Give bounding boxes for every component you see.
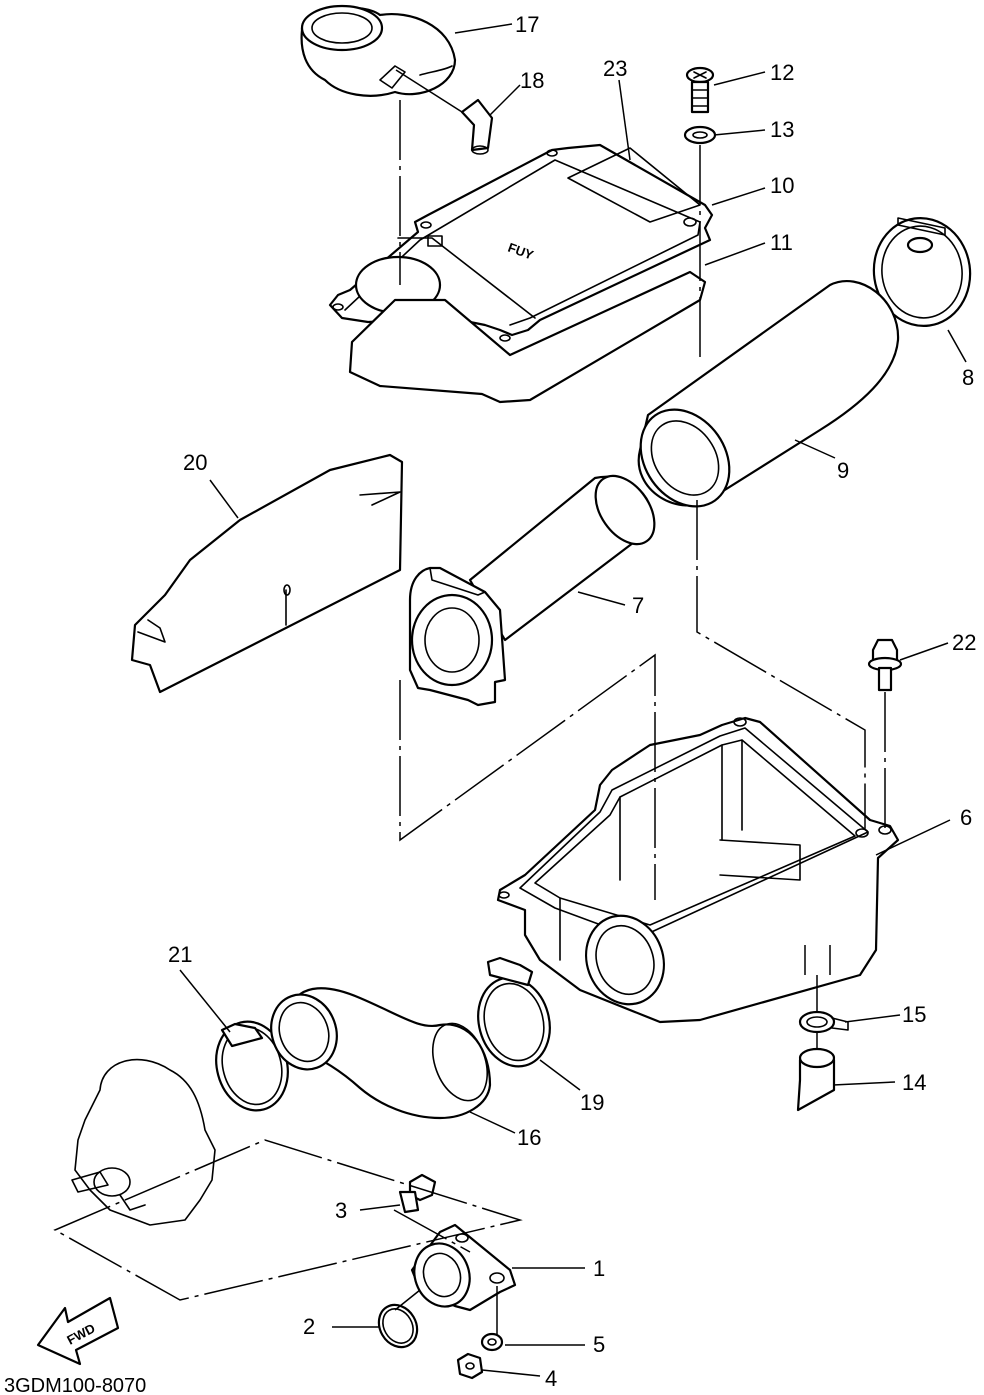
fwd-arrow-icon: FWD [36,1296,120,1366]
part-4-nut [456,1352,484,1380]
callout-18: 18 [520,68,544,93]
callout-9: 9 [837,458,849,483]
part-6-air-box-case [496,716,900,1024]
callout-10: 10 [770,173,794,198]
part-16-joint-hose [270,987,492,1120]
leader-lines [179,23,967,1377]
callout-numbers: 17 18 23 12 13 10 11 8 9 20 7 22 6 21 15… [168,12,976,1391]
part-20-shield-plate [130,453,404,694]
part-22-bolt [867,638,903,692]
callout-20: 20 [183,450,207,475]
assembly-lines [53,100,886,1335]
callout-15: 15 [902,1002,926,1027]
part-14-drain-plug [796,1047,836,1112]
callout-23: 23 [603,56,627,81]
part-9-air-filter [637,279,900,508]
part-8-filter-cap [872,217,972,327]
callout-4: 4 [545,1366,557,1391]
callout-16: 16 [517,1125,541,1150]
callout-21: 21 [168,942,192,967]
callout-13: 13 [770,117,794,142]
carburetor-reference [71,1058,216,1226]
callout-2: 2 [303,1314,315,1339]
callout-19: 19 [580,1090,604,1115]
part-2-o-ring [377,1303,419,1349]
callout-1: 1 [593,1256,605,1281]
callout-12: 12 [770,60,794,85]
part-5-washer [480,1332,504,1352]
part-17-intake-duct [300,4,457,97]
diagram-code: 3GDM100-8070 [4,1375,146,1395]
part-1-intake-joint [410,1223,517,1312]
part-12-screw [685,66,715,114]
callout-6: 6 [960,805,972,830]
callout-5: 5 [593,1332,605,1357]
callout-14: 14 [902,1070,926,1095]
part-7-intake-tube [408,474,656,707]
part-13-washer [683,125,717,145]
callout-8: 8 [962,365,974,390]
callout-22: 22 [952,630,976,655]
callout-7: 7 [632,593,644,618]
callout-3: 3 [335,1198,347,1223]
part-3-bolt [398,1173,437,1214]
callout-17: 17 [515,12,539,37]
part-18-elbow-hose [395,69,494,155]
part-21-hose-clamp [215,1020,289,1112]
part-15-clamp [798,1010,849,1034]
callout-11: 11 [770,230,793,255]
part-19-hose-clamp [477,956,551,1068]
